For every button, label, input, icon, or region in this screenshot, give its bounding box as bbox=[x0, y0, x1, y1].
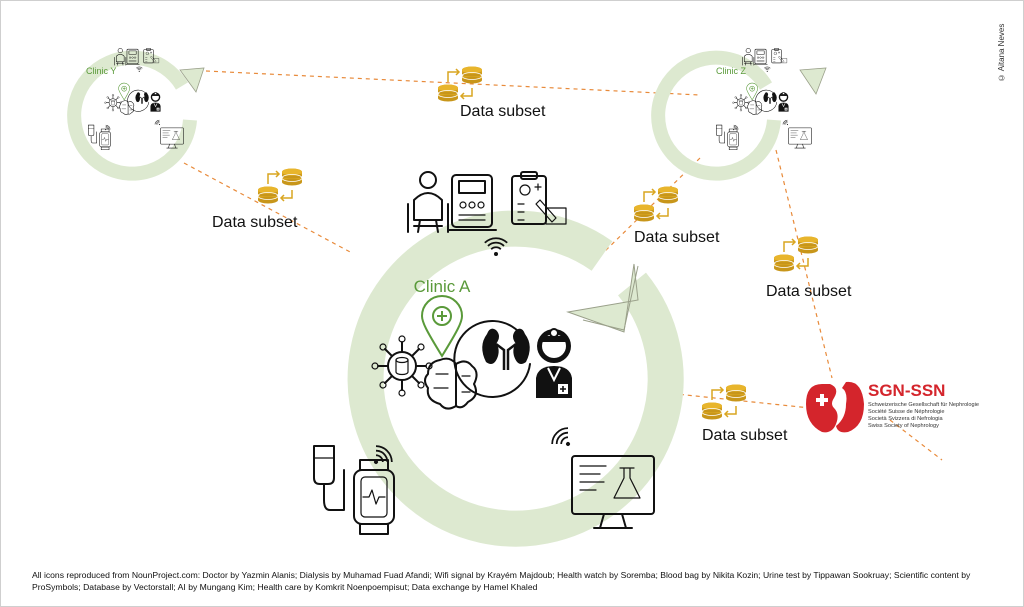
data-exchange-icon bbox=[438, 67, 482, 102]
data-exchange-icon bbox=[702, 385, 746, 420]
icon-credits: All icons reproduced from NounProject.co… bbox=[32, 570, 971, 592]
clinic-a-ring bbox=[347, 210, 684, 547]
sgn-title: SGN-SSN bbox=[868, 381, 945, 400]
data-subset-right: Data subset bbox=[766, 237, 852, 300]
sgn-line-1: Schweizerische Gesellschaft für Nephrolo… bbox=[868, 402, 979, 408]
clinic-y-node: Clinic Y bbox=[67, 48, 205, 181]
data-subset-label: Data subset bbox=[460, 103, 546, 120]
data-subset-top: Data subset bbox=[438, 67, 546, 120]
sgn-line-2: Société Suisse de Néphrologie bbox=[868, 409, 945, 415]
data-subset-center-right: Data subset bbox=[634, 187, 720, 246]
clinic-a-label: Clinic A bbox=[414, 277, 471, 296]
sgn-line-3: Società Svizzera di Nefrologia bbox=[868, 416, 944, 422]
data-exchange-icon bbox=[634, 187, 678, 222]
sgn-kidney-logo bbox=[806, 384, 838, 433]
data-subset-left: Data subset bbox=[212, 169, 302, 231]
sgn-ssn-logo: SGN-SSN Schweizerische Gesellschaft für … bbox=[806, 381, 979, 433]
clinic-y-label: Clinic Y bbox=[86, 66, 116, 76]
data-subset-label: Data subset bbox=[702, 427, 788, 444]
copyright-notice: © Aitana Neves bbox=[997, 23, 1006, 82]
data-subset-bottom: Data subset bbox=[702, 385, 788, 444]
clinic-z-label: Clinic Z bbox=[716, 66, 747, 76]
data-subset-label: Data subset bbox=[634, 229, 720, 246]
data-exchange-icon bbox=[258, 169, 302, 204]
sgn-line-4: Swiss Society of Nephrology bbox=[868, 423, 939, 429]
clinic-z-node: Clinic Z bbox=[651, 48, 827, 181]
data-exchange-icon bbox=[774, 237, 818, 272]
data-subset-label: Data subset bbox=[766, 283, 852, 300]
data-subset-label: Data subset bbox=[212, 214, 298, 231]
